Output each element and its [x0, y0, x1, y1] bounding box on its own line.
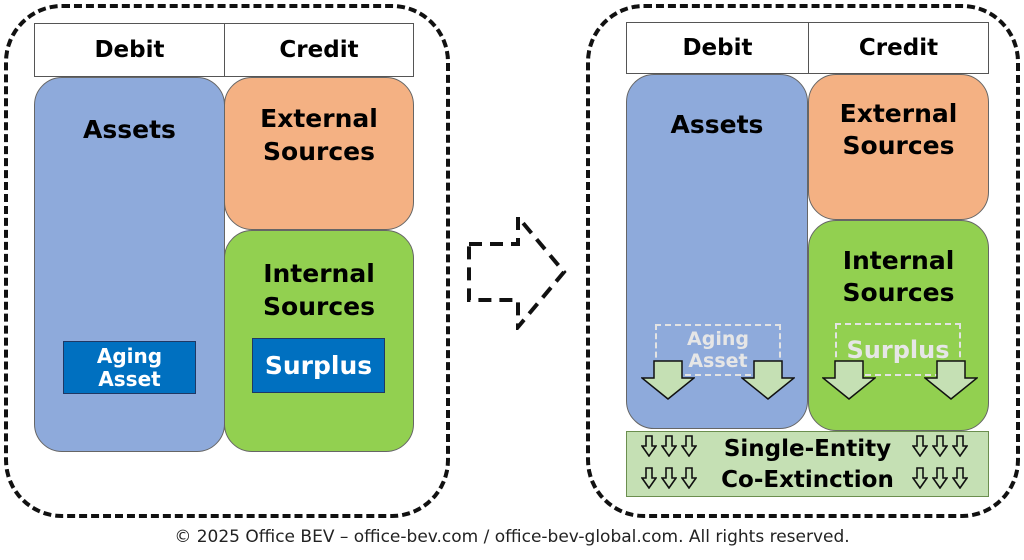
- bar-line1: Single-Entity: [723, 435, 892, 462]
- small-arrows-bottom-right: [912, 467, 968, 489]
- small-down-arrow-icon: [932, 467, 948, 489]
- after-external-line1: External: [839, 99, 958, 128]
- before-aging-line1: Aging: [96, 343, 163, 368]
- after-internal-line1: Internal: [842, 246, 955, 275]
- before-external-line2: Sources: [263, 137, 375, 166]
- before-credit-header: Credit: [224, 23, 414, 77]
- before-surplus-label: Surplus: [264, 351, 373, 380]
- before-assets-label: Assets: [83, 115, 176, 144]
- down-arrow-icon: [641, 360, 695, 400]
- small-down-arrow-icon: [641, 435, 657, 457]
- before-external-sources-block: External Sources: [224, 77, 414, 230]
- before-aging-asset-tag: Aging Asset: [63, 341, 196, 394]
- small-down-arrow-icon: [912, 435, 928, 457]
- small-down-arrow-icon: [681, 435, 697, 457]
- before-external-line1: External: [260, 104, 378, 133]
- after-internal-line2: Sources: [842, 278, 955, 307]
- after-panel-frame: [586, 4, 1020, 518]
- before-credit-header-label: Credit: [279, 37, 359, 63]
- before-debit-header-label: Debit: [94, 37, 165, 63]
- after-credit-header-label: Credit: [858, 35, 939, 61]
- after-surplus-ghost: Surplus: [835, 323, 961, 376]
- small-down-arrow-icon: [952, 467, 968, 489]
- small-arrows-top-right: [912, 435, 968, 457]
- down-arrow-icon: [741, 360, 795, 400]
- small-down-arrow-icon: [952, 435, 968, 457]
- transition-arrow-icon: [467, 214, 567, 330]
- copyright-footer: © 2025 Office BEV – office-bev.com / off…: [174, 527, 850, 547]
- small-down-arrow-icon: [661, 467, 677, 489]
- small-down-arrow-icon: [932, 435, 948, 457]
- after-external-line2: Sources: [842, 131, 955, 160]
- small-arrows-top-left: [641, 435, 697, 457]
- before-assets-block: Assets: [34, 77, 225, 452]
- small-down-arrow-icon: [912, 467, 928, 489]
- after-surplus-label: Surplus: [846, 335, 950, 364]
- bar-line2: Co-Extinction: [721, 466, 894, 493]
- small-down-arrow-icon: [661, 435, 677, 457]
- after-aging-asset-ghost: Aging Asset: [655, 324, 781, 376]
- after-aging-line1: Aging: [687, 328, 749, 350]
- before-surplus-tag: Surplus: [252, 338, 385, 393]
- small-down-arrow-icon: [681, 467, 697, 489]
- down-arrow-icon: [924, 360, 978, 400]
- small-down-arrow-icon: [641, 467, 657, 489]
- after-internal-sources-block: Internal Sources: [808, 220, 989, 431]
- before-debit-header: Debit: [34, 23, 225, 77]
- before-panel-frame: [4, 4, 450, 518]
- small-arrows-bottom-left: [641, 467, 697, 489]
- after-aging-line2: Asset: [688, 350, 748, 372]
- before-internal-line2: Sources: [263, 292, 375, 321]
- after-credit-header: Credit: [808, 22, 989, 74]
- down-arrow-icon: [822, 360, 876, 400]
- before-internal-line1: Internal: [263, 259, 375, 288]
- before-aging-line2: Asset: [98, 366, 161, 391]
- after-debit-header: Debit: [626, 22, 809, 74]
- after-external-sources-block: External Sources: [808, 74, 989, 220]
- after-assets-label: Assets: [670, 110, 764, 139]
- after-debit-header-label: Debit: [682, 35, 753, 61]
